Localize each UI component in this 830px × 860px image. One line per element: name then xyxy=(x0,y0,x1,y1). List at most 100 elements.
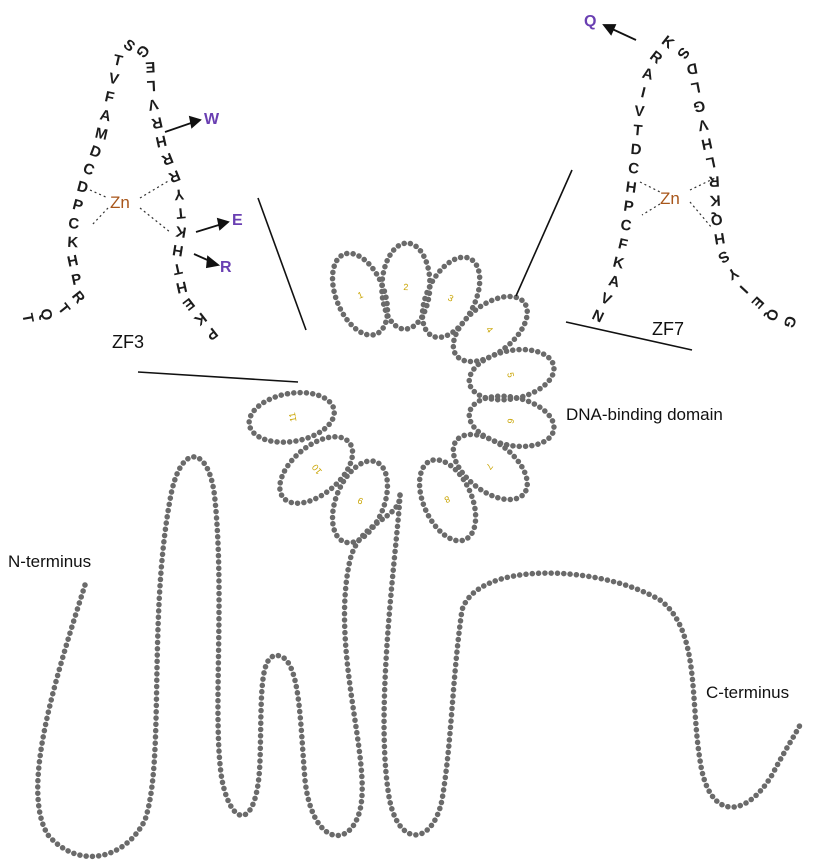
residue-letter: R xyxy=(708,172,720,190)
zf7-mutation-q: Q xyxy=(584,13,596,30)
zf3-zinc-coordination xyxy=(90,180,170,232)
residue-letter: C xyxy=(81,160,97,180)
finger-number: 5 xyxy=(505,371,516,378)
residue-letter: H xyxy=(700,134,714,153)
residue-letter: A xyxy=(607,272,622,291)
zinc-finger-petal: 3 xyxy=(411,248,492,346)
residue-letter: I xyxy=(736,282,751,297)
zinc-finger-petal: 8 xyxy=(408,451,487,549)
zinc-finger-petal: 4 xyxy=(442,284,539,375)
finger-number: 1 xyxy=(356,290,364,301)
residue-letter: K xyxy=(67,234,79,252)
residue-letter: V xyxy=(634,103,646,121)
residue-letter: H xyxy=(154,131,168,150)
zf3-zinc-label: Zn xyxy=(110,193,130,212)
finger-number: 9 xyxy=(356,495,364,506)
residue-letter: C xyxy=(627,160,640,178)
dna-binding-domain-label: DNA-binding domain xyxy=(566,405,723,424)
zf3-mutation-e: E xyxy=(232,212,243,229)
residue-letter: Y xyxy=(724,264,741,284)
zinc-finger-petal: 9 xyxy=(322,453,399,551)
residue-letter: A xyxy=(98,106,112,125)
residue-letter: F xyxy=(103,88,116,107)
residue-letter: T xyxy=(111,51,124,70)
zf3-pointer-line-upper xyxy=(258,198,306,330)
residue-letter: V xyxy=(107,70,121,89)
residue-letter: I xyxy=(639,84,647,102)
residue-letter: D xyxy=(75,178,90,197)
finger-number: 10 xyxy=(310,462,324,476)
residue-letter: D xyxy=(87,142,103,162)
residue-letter: R xyxy=(166,166,183,186)
residue-letter: Q xyxy=(762,306,782,323)
residue-letter: S xyxy=(715,247,732,267)
residue-letter: K xyxy=(709,191,721,209)
residue-letter: L xyxy=(146,77,156,94)
finger-number: 2 xyxy=(403,282,408,292)
c-terminal-chain xyxy=(384,495,800,835)
residue-letter: D xyxy=(685,59,699,78)
dna-binding-domain-petals: 1 2 3 4 5 6 7 8 9 10 11 xyxy=(245,242,558,550)
finger-number: 7 xyxy=(484,461,495,471)
residue-letter: H xyxy=(174,277,188,296)
residue-letter: R xyxy=(159,149,176,169)
residue-letter: R xyxy=(646,47,665,67)
residue-letter: D xyxy=(630,141,642,159)
zf3-label: ZF3 xyxy=(112,332,144,352)
residue-letter: T xyxy=(175,204,186,222)
zinc-finger-petal: 6 xyxy=(465,389,559,454)
residue-letter: K xyxy=(174,222,188,241)
residue-letter: H xyxy=(713,229,726,247)
residue-letter: P xyxy=(622,198,634,216)
residue-letter: F xyxy=(616,235,629,254)
residue-letter: M xyxy=(93,125,109,144)
residue-letter: A xyxy=(640,65,655,84)
finger-number: 3 xyxy=(446,293,455,304)
zf7-pointer-line-upper xyxy=(516,170,572,296)
zf7-zinc-label: Zn xyxy=(660,189,680,208)
residue-letter: H xyxy=(66,252,80,271)
residue-letter: V xyxy=(146,95,159,114)
residue-letter: Q xyxy=(709,210,724,229)
residue-letter: P xyxy=(70,270,83,289)
residue-letter: K xyxy=(611,254,626,273)
finger-number: 11 xyxy=(287,412,298,423)
mutation-arrows xyxy=(165,25,636,267)
residue-letter: T xyxy=(632,122,643,140)
residue-letter: H xyxy=(171,241,184,260)
zf3-mutation-w: W xyxy=(204,111,220,128)
zf7-label: ZF7 xyxy=(652,319,684,339)
n-terminus-label: N-terminus xyxy=(8,552,91,571)
residue-letter: G xyxy=(779,313,799,330)
residue-letter: E xyxy=(179,294,197,314)
residue-letter: V xyxy=(598,289,614,309)
residue-letter: C xyxy=(68,215,80,233)
finger-number: 8 xyxy=(443,494,452,505)
residue-letter: E xyxy=(145,58,156,75)
residue-letter: T xyxy=(18,312,36,324)
residue-letter: E xyxy=(748,293,767,312)
n-terminal-chain xyxy=(38,457,400,857)
residue-letter: N xyxy=(589,306,606,326)
residue-letter: T xyxy=(54,300,73,318)
residue-letter: V xyxy=(696,115,709,134)
residue-letter: P xyxy=(71,196,85,215)
residue-letter: R xyxy=(150,113,164,132)
residue-letter: H xyxy=(625,179,638,197)
residue-letter: G xyxy=(692,97,707,116)
residue-letter: C xyxy=(619,217,632,235)
residue-letter: Y xyxy=(173,185,185,203)
zf3-pointer-line-lower xyxy=(138,372,298,382)
finger-number: 6 xyxy=(505,418,516,425)
residue-letter: L xyxy=(690,78,702,96)
zinc-finger-petal: 10 xyxy=(268,424,365,516)
residue-letter: S xyxy=(673,44,693,62)
residue-letter: T xyxy=(171,259,184,278)
zf3-mutation-r: R xyxy=(220,259,232,276)
finger-number: 4 xyxy=(484,325,495,335)
residue-letter: Q xyxy=(37,307,56,322)
residue-letter: L xyxy=(704,153,716,172)
